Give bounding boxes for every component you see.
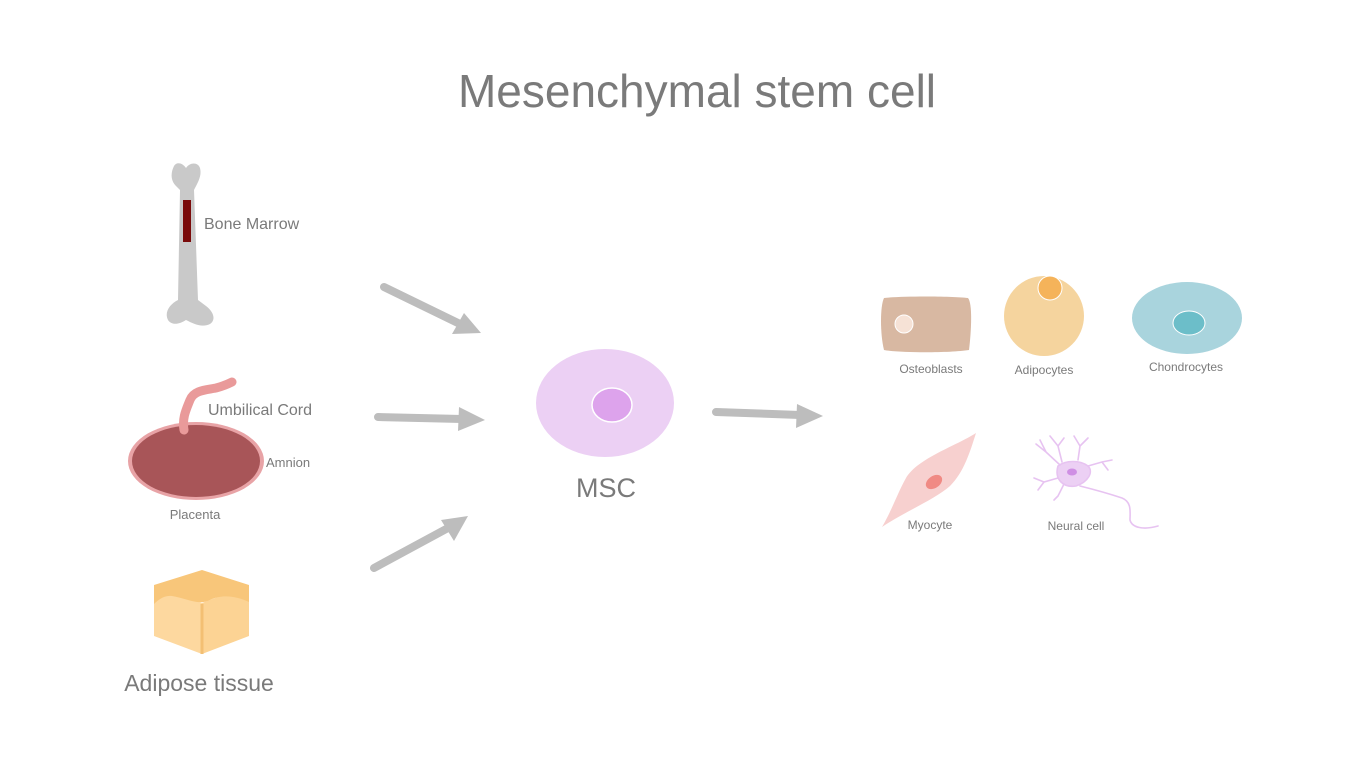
myocyte-icon <box>882 433 976 527</box>
umbilical-cord-label: Umbilical Cord <box>208 402 312 419</box>
osteoblast-icon <box>881 296 972 353</box>
bone-icon <box>166 163 214 326</box>
myocyte-label: Myocyte <box>908 518 953 532</box>
arrow-msc-to-cells <box>712 404 823 428</box>
neural-cell-icon <box>1033 435 1159 529</box>
chondrocytes-label: Chondrocytes <box>1149 360 1223 374</box>
arrow-bone-to-msc <box>380 283 481 334</box>
bone-marrow-label: Bone Marrow <box>204 216 300 233</box>
placenta-label: Placenta <box>170 507 221 522</box>
adipocyte-icon <box>1004 275 1084 356</box>
msc-nucleus-icon <box>591 387 633 423</box>
msc-cell-icon <box>536 349 674 457</box>
adipose-tissue-label: Adipose tissue <box>124 670 274 696</box>
arrow-adipose-to-msc <box>370 516 468 572</box>
adipocytes-label: Adipocytes <box>1015 363 1074 377</box>
chondrocyte-icon <box>1132 282 1242 354</box>
placenta-icon <box>128 377 264 500</box>
msc-label: MSC <box>576 473 636 503</box>
amnion-label: Amnion <box>266 455 310 470</box>
adipose-tissue-icon <box>154 570 249 654</box>
neural-cell-label: Neural cell <box>1048 519 1105 533</box>
diagram-title: Mesenchymal stem cell <box>458 65 936 117</box>
arrow-cord-to-msc <box>374 407 485 431</box>
marrow-icon <box>183 200 191 242</box>
umbilical-cord-icon <box>179 377 237 435</box>
osteoblasts-label: Osteoblasts <box>899 362 962 376</box>
